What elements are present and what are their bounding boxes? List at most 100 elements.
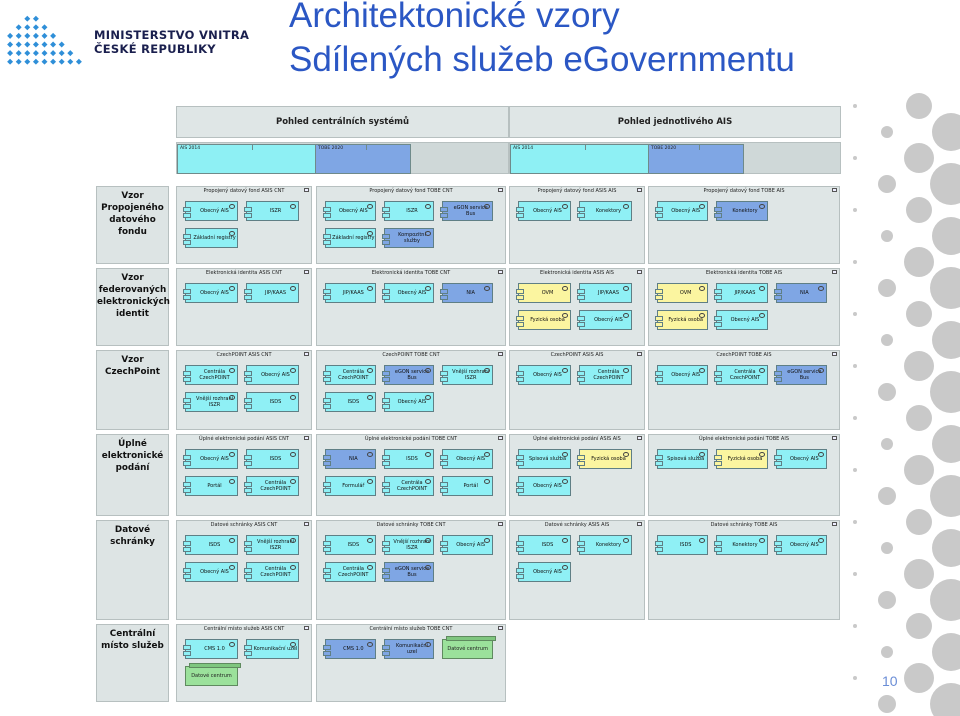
component-box: Centrála CzechPOINT [323,562,376,582]
model-icon [832,188,837,192]
pattern-label: Vzor Propojeného datového fondu [96,186,169,264]
model-icon [498,188,503,192]
model-icon [498,522,503,526]
pattern-label: Centrální místo služeb [96,624,169,702]
component-box: Obecný AIS [183,449,238,469]
component-icon [229,479,235,484]
component-box: Základní registry [323,228,376,248]
component-box: eGON service Bus [440,201,493,221]
tab-notch [510,144,586,150]
model-icon [304,522,309,526]
component-label: Formulář [342,483,365,489]
component-icon [817,368,824,373]
decorative-dot [906,613,932,639]
component-box: Centrála CzechPOINT [323,365,376,385]
component-label: Obecný AIS [533,208,562,214]
component-icon [290,642,296,647]
component-label: Fyzická osoba [668,317,703,323]
component-label: Centrála CzechPOINT [396,480,428,492]
model-icon [637,270,642,274]
component-label: Obecný AIS [533,569,562,575]
component-icon [817,286,824,291]
component-icon [290,395,296,400]
component-icon [229,642,235,647]
slide-title: Architektonické vzory Sdílených služeb e… [289,0,795,82]
cell-title: CzechPOINT TOBE CNT [382,352,440,358]
component-icon [229,395,235,400]
cell-title: Centrální místo služeb ASIS CNT [203,626,285,632]
component-icon [623,204,629,209]
decorative-dots [835,88,960,716]
component-icon [817,452,824,457]
component-box: NIA [773,283,827,303]
view-header: Pohled centrálních systémů [176,106,509,138]
component-icon [229,368,235,373]
component-icon [366,368,373,373]
component-icon [425,231,432,236]
component-label: Obecný AIS [533,372,562,378]
model-icon [498,352,503,356]
component-label: Základní registry [332,235,375,241]
decorative-dot [932,217,960,255]
component-box: Centrála CzechPOINT [244,562,299,582]
component-box: Základní registry [183,228,238,248]
decorative-dot [853,104,857,108]
model-icon [304,436,309,440]
component-icon [758,313,765,318]
component-icon [562,286,568,291]
component-icon [483,286,490,291]
component-box: Centrála CzechPOINT [183,365,238,385]
component-box: ISDS [323,535,376,555]
component-box: Obecný AIS [577,310,632,330]
model-icon [498,626,503,630]
component-label: Obecný AIS [200,290,229,296]
cell-title: Propojený datový fond TOBE AIS [703,188,785,194]
component-box: JIP/KAAS [577,283,632,303]
component-label: Komunikační uzel [396,643,428,655]
component-label: ISDS [269,399,282,405]
component-box: ISDS [381,449,435,469]
component-box: Konektory [714,535,768,555]
component-icon [366,395,373,400]
component-icon [562,368,568,373]
decorative-dot [904,663,934,693]
component-box: Portál [183,476,238,496]
tab-notch [648,144,700,150]
component-label: Obecný AIS [456,542,486,548]
ministry-logo-icon [7,15,82,65]
tab-notch [315,144,367,150]
component-box: Obecný AIS [516,365,571,385]
component-icon [758,368,765,373]
component-label: JIP/KAAS [265,290,286,296]
component-icon [562,313,568,318]
decorative-dot [853,468,857,472]
component-label: Centrála CzechPOINT [199,369,230,381]
decorative-dot [904,559,934,589]
component-label: Obecný AIS [789,456,819,462]
component-icon [425,479,432,484]
decorative-dot [930,163,960,205]
decorative-dot [881,334,893,346]
timeline-tab-label: TOBE 2020 [651,146,677,151]
component-label: Centrála CzechPOINT [260,566,291,578]
cell-title: CzechPOINT ASIS AIS [550,352,604,358]
decorative-dot [878,591,896,609]
component-box: Obecný AIS [714,310,768,330]
component-label: Obecný AIS [671,372,701,378]
component-label: ISDS [269,456,282,462]
component-label: Konektory [595,542,622,548]
component-box: Obecný AIS [773,535,827,555]
component-label: Obecný AIS [200,456,229,462]
decorative-dot [881,126,893,138]
model-icon [304,626,309,630]
component-box: ISDS [244,392,299,412]
cell-title: Propojený datový fond ASIS CNT [203,188,285,194]
component-box: Obecný AIS [183,283,238,303]
